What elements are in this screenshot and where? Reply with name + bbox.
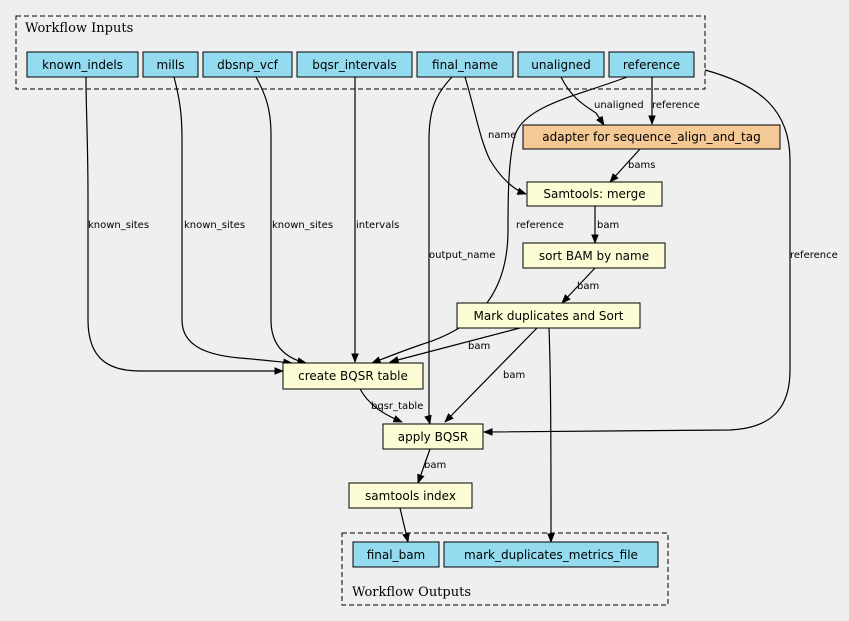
edge-label-intervals: intervals: [356, 220, 399, 231]
edge-label-bam: bam: [503, 370, 525, 381]
node-samtools-merge[interactable]: Samtools: merge: [526, 181, 663, 207]
edge-label-reference: reference: [652, 100, 700, 111]
node-create-bqsr[interactable]: create BQSR table: [282, 362, 424, 390]
node-label: bqsr_intervals: [312, 58, 396, 72]
edge-label-bqsr-table: bqsr_table: [371, 401, 423, 412]
edge-label-bam: bam: [468, 341, 490, 352]
node-dbsnp-vcf[interactable]: dbsnp_vcf: [202, 51, 293, 78]
node-label: final_name: [432, 58, 498, 72]
edge-known-indels-create-bqsr: [85, 76, 284, 375]
node-label: adapter for sequence_align_and_tag: [542, 130, 760, 144]
node-label: reference: [623, 58, 680, 72]
node-final-name[interactable]: final_name: [416, 51, 514, 78]
edge-apply-bqsr-index: [417, 448, 431, 484]
node-sort-bam[interactable]: sort BAM by name: [522, 242, 666, 269]
edges: [85, 69, 791, 543]
output-nodes: final_bam mark_duplicates_metrics_file: [352, 541, 659, 568]
node-final-bam[interactable]: final_bam: [352, 541, 440, 568]
node-label: Samtools: merge: [543, 187, 645, 201]
workflow-outputs-label: Workflow Outputs: [352, 585, 471, 600]
step-nodes: adapter for sequence_align_and_tag Samto…: [282, 124, 781, 509]
edge-adapter-merge: [609, 148, 641, 183]
edge-reference-apply-bqsr: [483, 69, 791, 436]
node-mills[interactable]: mills: [142, 51, 199, 78]
edge-label-name: name: [488, 130, 516, 141]
edge-mark-dup-create-bqsr: [389, 327, 521, 364]
edge-create-bqsr-apply-bqsr: [359, 388, 403, 423]
workflow-outputs-cluster: Workflow Outputs: [341, 532, 669, 606]
node-label: apply BQSR: [398, 430, 468, 444]
edge-label-known-sites: known_sites: [184, 220, 245, 231]
edge-sort-mark-dup: [561, 267, 596, 304]
workflow-inputs-cluster: Workflow Inputs: [15, 15, 706, 90]
node-known-indels[interactable]: known_indels: [26, 51, 139, 78]
edge-label-output-name: output_name: [429, 250, 495, 261]
edge-label-bam: bam: [424, 460, 446, 471]
edge-final-name-merge: [464, 76, 527, 195]
node-label: known_indels: [42, 58, 123, 72]
node-samtools-index[interactable]: samtools index: [348, 482, 473, 509]
node-adapter[interactable]: adapter for sequence_align_and_tag: [522, 124, 781, 150]
edge-label-reference: reference: [516, 220, 564, 231]
node-label: mills: [157, 58, 185, 72]
edge-dbsnp-create-bqsr: [255, 76, 307, 365]
edge-mark-dup-metrics: [547, 327, 555, 543]
node-label: sort BAM by name: [539, 249, 649, 263]
node-unaligned[interactable]: unaligned: [517, 51, 605, 78]
node-label: samtools index: [365, 489, 456, 503]
edge-label-known-sites: known_sites: [272, 220, 333, 231]
edge-final-name-apply-bqsr: [424, 76, 453, 425]
node-label: dbsnp_vcf: [217, 58, 278, 72]
node-label: unaligned: [531, 58, 590, 72]
edge-index-final-bam: [399, 507, 410, 543]
edge-labels: known_sites known_sites known_sites inte…: [88, 100, 838, 471]
edge-label-bam: bam: [597, 220, 619, 231]
edge-unaligned-adapter: [560, 76, 605, 126]
node-apply-bqsr[interactable]: apply BQSR: [382, 423, 484, 450]
node-label: Mark duplicates and Sort: [473, 309, 623, 323]
edge-label-reference: reference: [790, 250, 838, 261]
edge-mills-create-bqsr: [173, 76, 293, 367]
node-bqsr-intervals[interactable]: bqsr_intervals: [296, 51, 413, 78]
node-mark-duplicates[interactable]: Mark duplicates and Sort: [456, 302, 641, 329]
edge-mark-dup-apply-bqsr: [444, 327, 538, 423]
node-label: create BQSR table: [298, 369, 408, 383]
workflow-inputs-label: Workflow Inputs: [25, 21, 133, 36]
edge-reference-create-bqsr: [371, 76, 628, 364]
node-mark-duplicates-metrics[interactable]: mark_duplicates_metrics_file: [443, 541, 659, 568]
edge-label-bam: bam: [577, 281, 599, 292]
edge-label-unaligned: unaligned: [594, 100, 644, 111]
node-reference[interactable]: reference: [608, 51, 695, 78]
edge-label-known-sites: known_sites: [88, 220, 149, 231]
node-label: final_bam: [367, 548, 426, 562]
edge-label-bams: bams: [628, 160, 655, 171]
node-label: mark_duplicates_metrics_file: [464, 548, 638, 562]
input-nodes: known_indels mills dbsnp_vcf bqsr_interv…: [26, 51, 695, 78]
